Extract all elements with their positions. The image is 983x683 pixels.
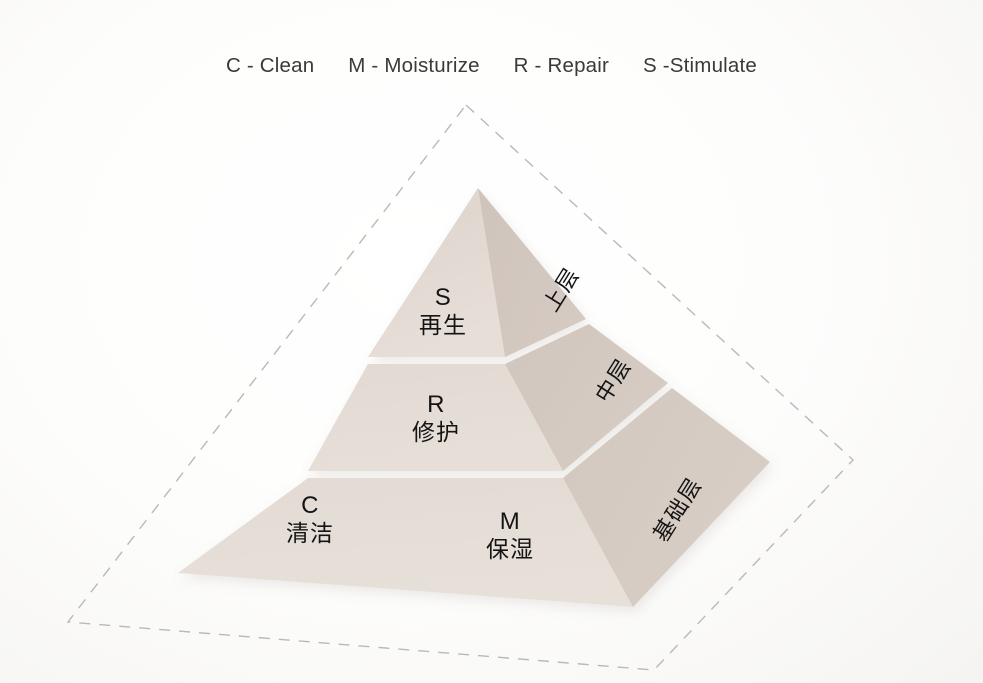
pyramid-face-middle-side[interactable]: [505, 324, 668, 471]
legend-item-repair: R - Repair: [513, 54, 610, 77]
legend: C - Clean M - Moisturize R - Repair S -S…: [0, 54, 983, 78]
legend-item-moisturize: M - Moisturize: [348, 54, 480, 77]
pyramid-face-top-side[interactable]: [478, 188, 586, 357]
pyramid-face-middle-front[interactable]: [308, 364, 563, 471]
dashed-base-outline: [66, 103, 854, 671]
pyramid-face-base-side[interactable]: [563, 388, 770, 607]
legend-item-clean: C - Clean: [225, 54, 315, 77]
pyramid-face-top-front[interactable]: [368, 188, 505, 357]
pyramid-face-base-front[interactable]: [178, 478, 633, 607]
legend-item-stimulate: S -Stimulate: [642, 54, 758, 77]
